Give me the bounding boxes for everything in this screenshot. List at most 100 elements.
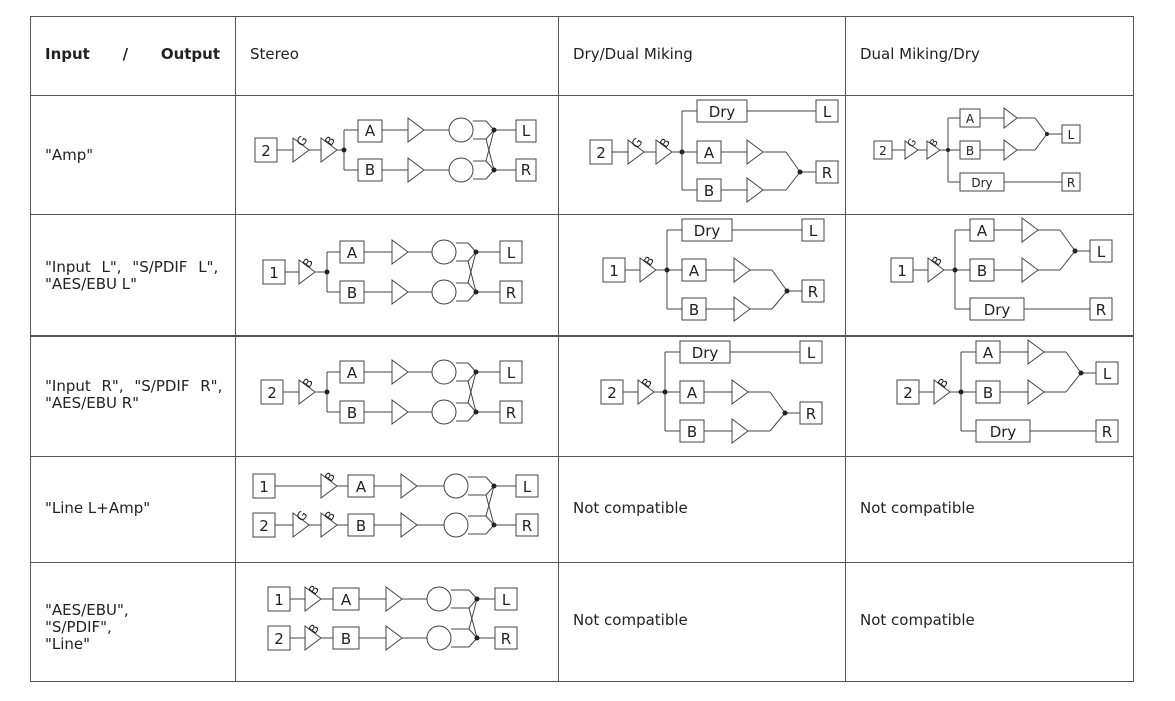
row-label-amp: "Amp" <box>45 147 225 164</box>
diagram-label: 2 <box>261 142 271 160</box>
signal-diagram-input-l-stereo: 1 B A B L R <box>262 239 523 305</box>
diagram-label: L <box>523 478 532 496</box>
row-label-line: "Amp" <box>45 146 94 164</box>
diagram-label: B <box>300 256 316 271</box>
diagram-label: R <box>1102 423 1112 441</box>
signal-diagram-line-l-amp-stereo: 1 B A L 2 G B B R <box>252 470 539 538</box>
diagram-label: B <box>704 182 714 200</box>
header-dry-dual-miking: Dry/Dual Miking <box>573 45 693 63</box>
diagram-label: A <box>966 112 975 126</box>
diagram-label: R <box>506 284 516 302</box>
column-divider <box>845 16 846 682</box>
output-r-box <box>515 158 537 182</box>
row-label-line: "Input L", "S/PDIF L", <box>45 258 219 276</box>
row-label-line: "AES/EBU L" <box>45 275 137 293</box>
row-divider <box>30 456 1134 457</box>
signal-diagram-input-r-dual-dry: 2 B A B L Dry R <box>896 339 1119 443</box>
signal-diagram-input-l-dual-dry: 1 B A B L Dry R <box>890 217 1113 321</box>
header-dual-miking-dry: Dual Miking/Dry <box>860 45 980 63</box>
diagram-label: R <box>806 405 816 423</box>
diagram-label: A <box>704 144 715 162</box>
column-divider <box>235 16 236 682</box>
diagram-label: A <box>347 244 358 262</box>
table-border-left <box>30 16 31 682</box>
diagram-label: B <box>300 376 316 391</box>
amp-a-box <box>357 119 383 143</box>
row-divider <box>30 214 1134 215</box>
diagram-label: R <box>521 161 531 179</box>
diagram-label: R <box>522 517 532 535</box>
row-label-line: "AES/EBU", "S/PDIF", <box>45 601 129 636</box>
diagram-label: Dry <box>971 176 992 190</box>
row-divider <box>30 562 1134 563</box>
diagram-label: L <box>823 103 832 121</box>
diagram-label: B <box>639 376 655 391</box>
diagram-label: B <box>365 161 375 179</box>
diagram-label: A <box>365 122 376 140</box>
row-label-input-r: "Input R", "S/PDIF R", "AES/EBU R" <box>45 378 223 412</box>
gain-triangle <box>292 137 310 163</box>
diagram-label: R <box>822 164 832 182</box>
diagram-label: B <box>306 622 322 637</box>
diagram-label: 1 <box>259 478 269 496</box>
diagram-label: B <box>347 404 357 422</box>
not-compatible-text: Not compatible <box>860 499 975 517</box>
diagram-label: 2 <box>259 517 269 535</box>
signal-diagram-amp-stereo: 2 G B A B L R <box>254 117 537 183</box>
diagram-label: B <box>341 630 351 648</box>
diagram-label: A <box>977 222 988 240</box>
header-stereo: Stereo <box>250 45 299 63</box>
signal-diagram-amp-dual-dry: 2 G B A B L Dry R <box>873 106 1081 192</box>
row-label-line-l-amp: "Line L+Amp" <box>45 500 225 517</box>
column-divider <box>558 16 559 682</box>
diagram-label: R <box>1096 301 1106 319</box>
table-border-right <box>1133 16 1134 682</box>
row-label-line: "Input R", "S/PDIF R", <box>45 377 223 395</box>
signal-diagram-input-l-dry-dual: 1 B Dry L A B R <box>602 218 825 322</box>
row-divider <box>30 335 1134 337</box>
diagram-label: A <box>689 262 700 280</box>
diagram-label: 1 <box>609 262 619 280</box>
signal-diagram-input-r-stereo: 2 B A B L R <box>260 359 523 425</box>
diagram-label: R <box>506 404 516 422</box>
diagram-label: L <box>1103 365 1112 383</box>
diagram-label: 1 <box>897 262 907 280</box>
diagram-label: L <box>809 222 818 240</box>
boost-triangle <box>320 137 338 163</box>
row-label-line: "Line" <box>45 635 91 653</box>
diagram-label: A <box>983 344 994 362</box>
diagram-label: Dry <box>709 103 736 121</box>
diagram-label: B <box>935 376 951 391</box>
diagram-label: 2 <box>607 384 617 402</box>
diagram-label: 2 <box>274 630 284 648</box>
diagram-label: B <box>977 262 987 280</box>
table-border-top <box>30 16 1134 17</box>
diagram-label: L <box>1068 128 1075 142</box>
row-label-line: "Line L+Amp" <box>45 499 151 517</box>
diagram-label: G <box>906 137 919 150</box>
diagram-label: B <box>322 470 338 485</box>
table-border-bottom <box>30 681 1134 682</box>
row-divider <box>30 95 1134 96</box>
signal-diagram-aes-stereo: 1 B A L 2 B B R <box>267 583 518 651</box>
diagram-label: 2 <box>596 144 606 162</box>
diagram-label: B <box>966 144 974 158</box>
diagram-label: Dry <box>984 301 1011 319</box>
diagram-label: A <box>687 384 698 402</box>
diagram-label: A <box>356 478 367 496</box>
diagram-label: L <box>1097 243 1106 261</box>
header-input-output: Input / Output <box>45 46 220 63</box>
diagram-label: L <box>807 344 816 362</box>
diagram-label: B <box>641 254 657 269</box>
not-compatible-text: Not compatible <box>573 611 688 629</box>
row-label-aes-spdif-line: "AES/EBU", "S/PDIF", "Line" <box>45 602 223 653</box>
row-label-input-l: "Input L", "S/PDIF L", "AES/EBU L" <box>45 259 223 293</box>
header-output: Output <box>160 45 220 63</box>
diagram-label: B <box>322 134 338 149</box>
diagram-label: 2 <box>903 384 913 402</box>
diagram-label: A <box>341 591 352 609</box>
diagram-label: B <box>687 423 697 441</box>
not-compatible-text: Not compatible <box>573 499 688 517</box>
row-label-line: "AES/EBU R" <box>45 394 140 412</box>
diagram-label: L <box>507 244 516 262</box>
